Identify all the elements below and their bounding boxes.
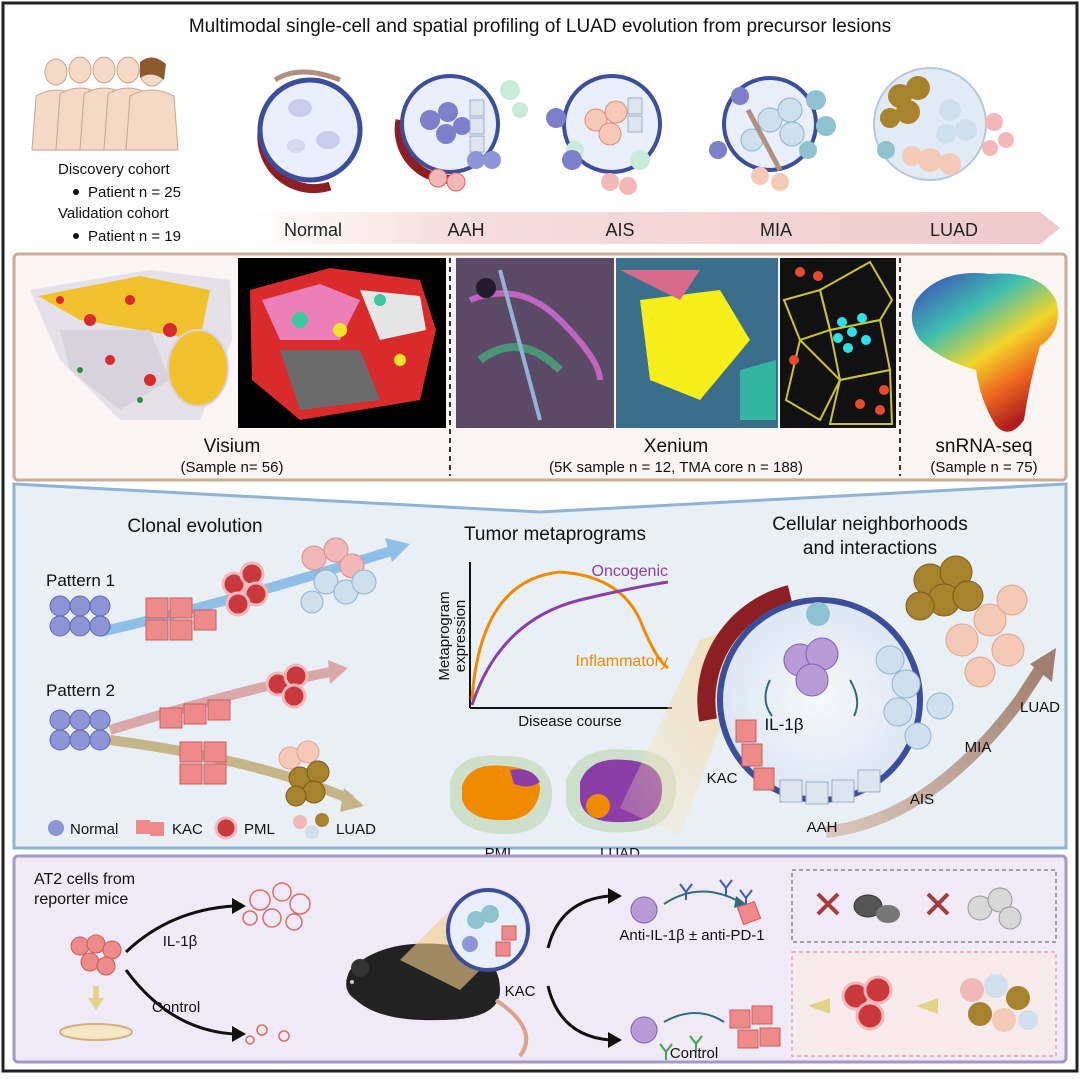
- visium-label: Visium: [204, 436, 261, 457]
- clonal-legend: Normal KAC PML LUAD: [48, 813, 376, 840]
- organoids-il1b: [242, 882, 311, 931]
- control-arrow-2: [546, 985, 611, 1042]
- ais-label: AIS: [910, 791, 934, 808]
- alveolus-normal: [257, 69, 363, 194]
- xenium-n: (5K sample n = 12, TMA core n = 188): [549, 459, 803, 476]
- treatment-scene: Anti-IL-1β ± anti-PD-1: [619, 879, 765, 944]
- pattern-1-label: Pattern 1: [46, 571, 115, 590]
- progression-arrow: [825, 656, 1052, 838]
- luad-cluster: [905, 555, 1028, 688]
- pml-blob: PML: [450, 755, 553, 862]
- oncogenic-curve: [470, 580, 669, 706]
- stage-normal: Normal: [284, 220, 342, 240]
- validation-cohort-n: Patient n = 19: [88, 228, 181, 245]
- stage-progression-arrow: [250, 212, 1060, 244]
- neighborhoods-title-2: and interactions: [803, 538, 937, 559]
- bullet: [73, 189, 79, 195]
- petri-dish: [59, 1023, 133, 1041]
- xenium-label: Xenium: [644, 436, 708, 457]
- treatment-label: Anti-IL-1β ± anti-PD-1: [619, 927, 764, 944]
- control-arrow: [124, 969, 235, 1036]
- patient-silhouettes: [31, 56, 179, 151]
- mouse-alveolus: [446, 888, 530, 972]
- control-outcomes: [808, 974, 1038, 1032]
- organoids-control: [245, 1024, 290, 1045]
- luad-label: LUAD: [1020, 699, 1060, 716]
- pattern-2-lineage: [49, 660, 364, 812]
- at2-label-1: AT2 cells from: [34, 871, 135, 888]
- alveolus-ais: [546, 74, 662, 195]
- legend-pml: PML: [244, 821, 275, 838]
- mia-label: MIA: [965, 739, 992, 756]
- stage-aah: AAH: [447, 220, 484, 240]
- x-axis-label: Disease course: [518, 713, 621, 730]
- pattern-2-label: Pattern 2: [46, 681, 115, 700]
- alveolus-aah: [394, 74, 528, 192]
- at2-control-label: Control: [152, 999, 200, 1016]
- aah-label: AAH: [807, 819, 838, 836]
- oncogenic-label: Oncogenic: [592, 563, 669, 580]
- legend-luad-swatch: [315, 813, 329, 827]
- inflammatory-curve: [470, 570, 669, 701]
- control-scene: Control: [630, 1005, 781, 1062]
- legend-normal-swatch: [48, 820, 64, 836]
- stage-mia: MIA: [760, 220, 792, 240]
- legend-luad: LUAD: [336, 821, 376, 838]
- y-axis-label-line2: expression: [452, 600, 469, 673]
- bullet: [73, 233, 79, 239]
- treatment-outcomes: [816, 887, 1022, 930]
- clonal-evolution-title: Clonal evolution: [127, 516, 262, 537]
- stage-ais: AIS: [605, 220, 634, 240]
- alveolus-mia: [709, 76, 836, 191]
- at2-il1b-label: IL-1β: [163, 933, 198, 950]
- legend-normal: Normal: [70, 821, 118, 838]
- xenium-cells-zoom: [782, 260, 894, 425]
- xenium-texture-2: [620, 270, 776, 420]
- alveolus-luad: [873, 67, 1014, 181]
- discovery-cohort-label: Discovery cohort: [58, 161, 171, 178]
- validation-cohort-label: Validation cohort: [58, 205, 169, 222]
- legend-kac-swatch: [136, 820, 150, 834]
- at2-cells: [70, 934, 122, 976]
- main-title: Multimodal single-cell and spatial profi…: [189, 16, 891, 37]
- visium-clusters: [250, 268, 436, 420]
- y-axis-label-line1: Metaprogram: [436, 591, 453, 680]
- kac-label: KAC: [707, 770, 738, 787]
- pattern-1-lineage: [49, 537, 410, 641]
- neighborhood-alveolus: [697, 585, 954, 805]
- legend-pml-swatch: [214, 816, 238, 840]
- treatment-arrow: [546, 894, 611, 949]
- visium-n: (Sample n= 56): [181, 459, 284, 476]
- snrna-label: snRNA-seq: [935, 436, 1032, 457]
- inflammatory-label: Inflammatory: [576, 653, 668, 670]
- control2-label: Control: [670, 1045, 718, 1062]
- discovery-cohort-n: Patient n = 25: [88, 184, 181, 201]
- snrna-n: (Sample n = 75): [930, 459, 1037, 476]
- legend-kac: KAC: [172, 821, 203, 838]
- il1b-label: IL-1β: [764, 715, 803, 734]
- metaprograms-title: Tumor metaprograms: [464, 524, 646, 545]
- progression-arrowhead: [1030, 648, 1056, 682]
- neighborhoods-title-1: Cellular neighborhoods: [772, 514, 967, 535]
- at2-label-2: reporter mice: [34, 891, 128, 908]
- snrna-umap: [911, 273, 1058, 432]
- xenium-texture-1: [468, 269, 603, 421]
- mouse-kac-label: KAC: [505, 983, 536, 1000]
- il1b-arrow: [124, 904, 235, 954]
- visium-spot-map: [30, 270, 232, 420]
- metaprogram-chart: Oncogenic Inflammatory Disease course Me…: [436, 562, 672, 730]
- stage-luad: LUAD: [930, 220, 978, 240]
